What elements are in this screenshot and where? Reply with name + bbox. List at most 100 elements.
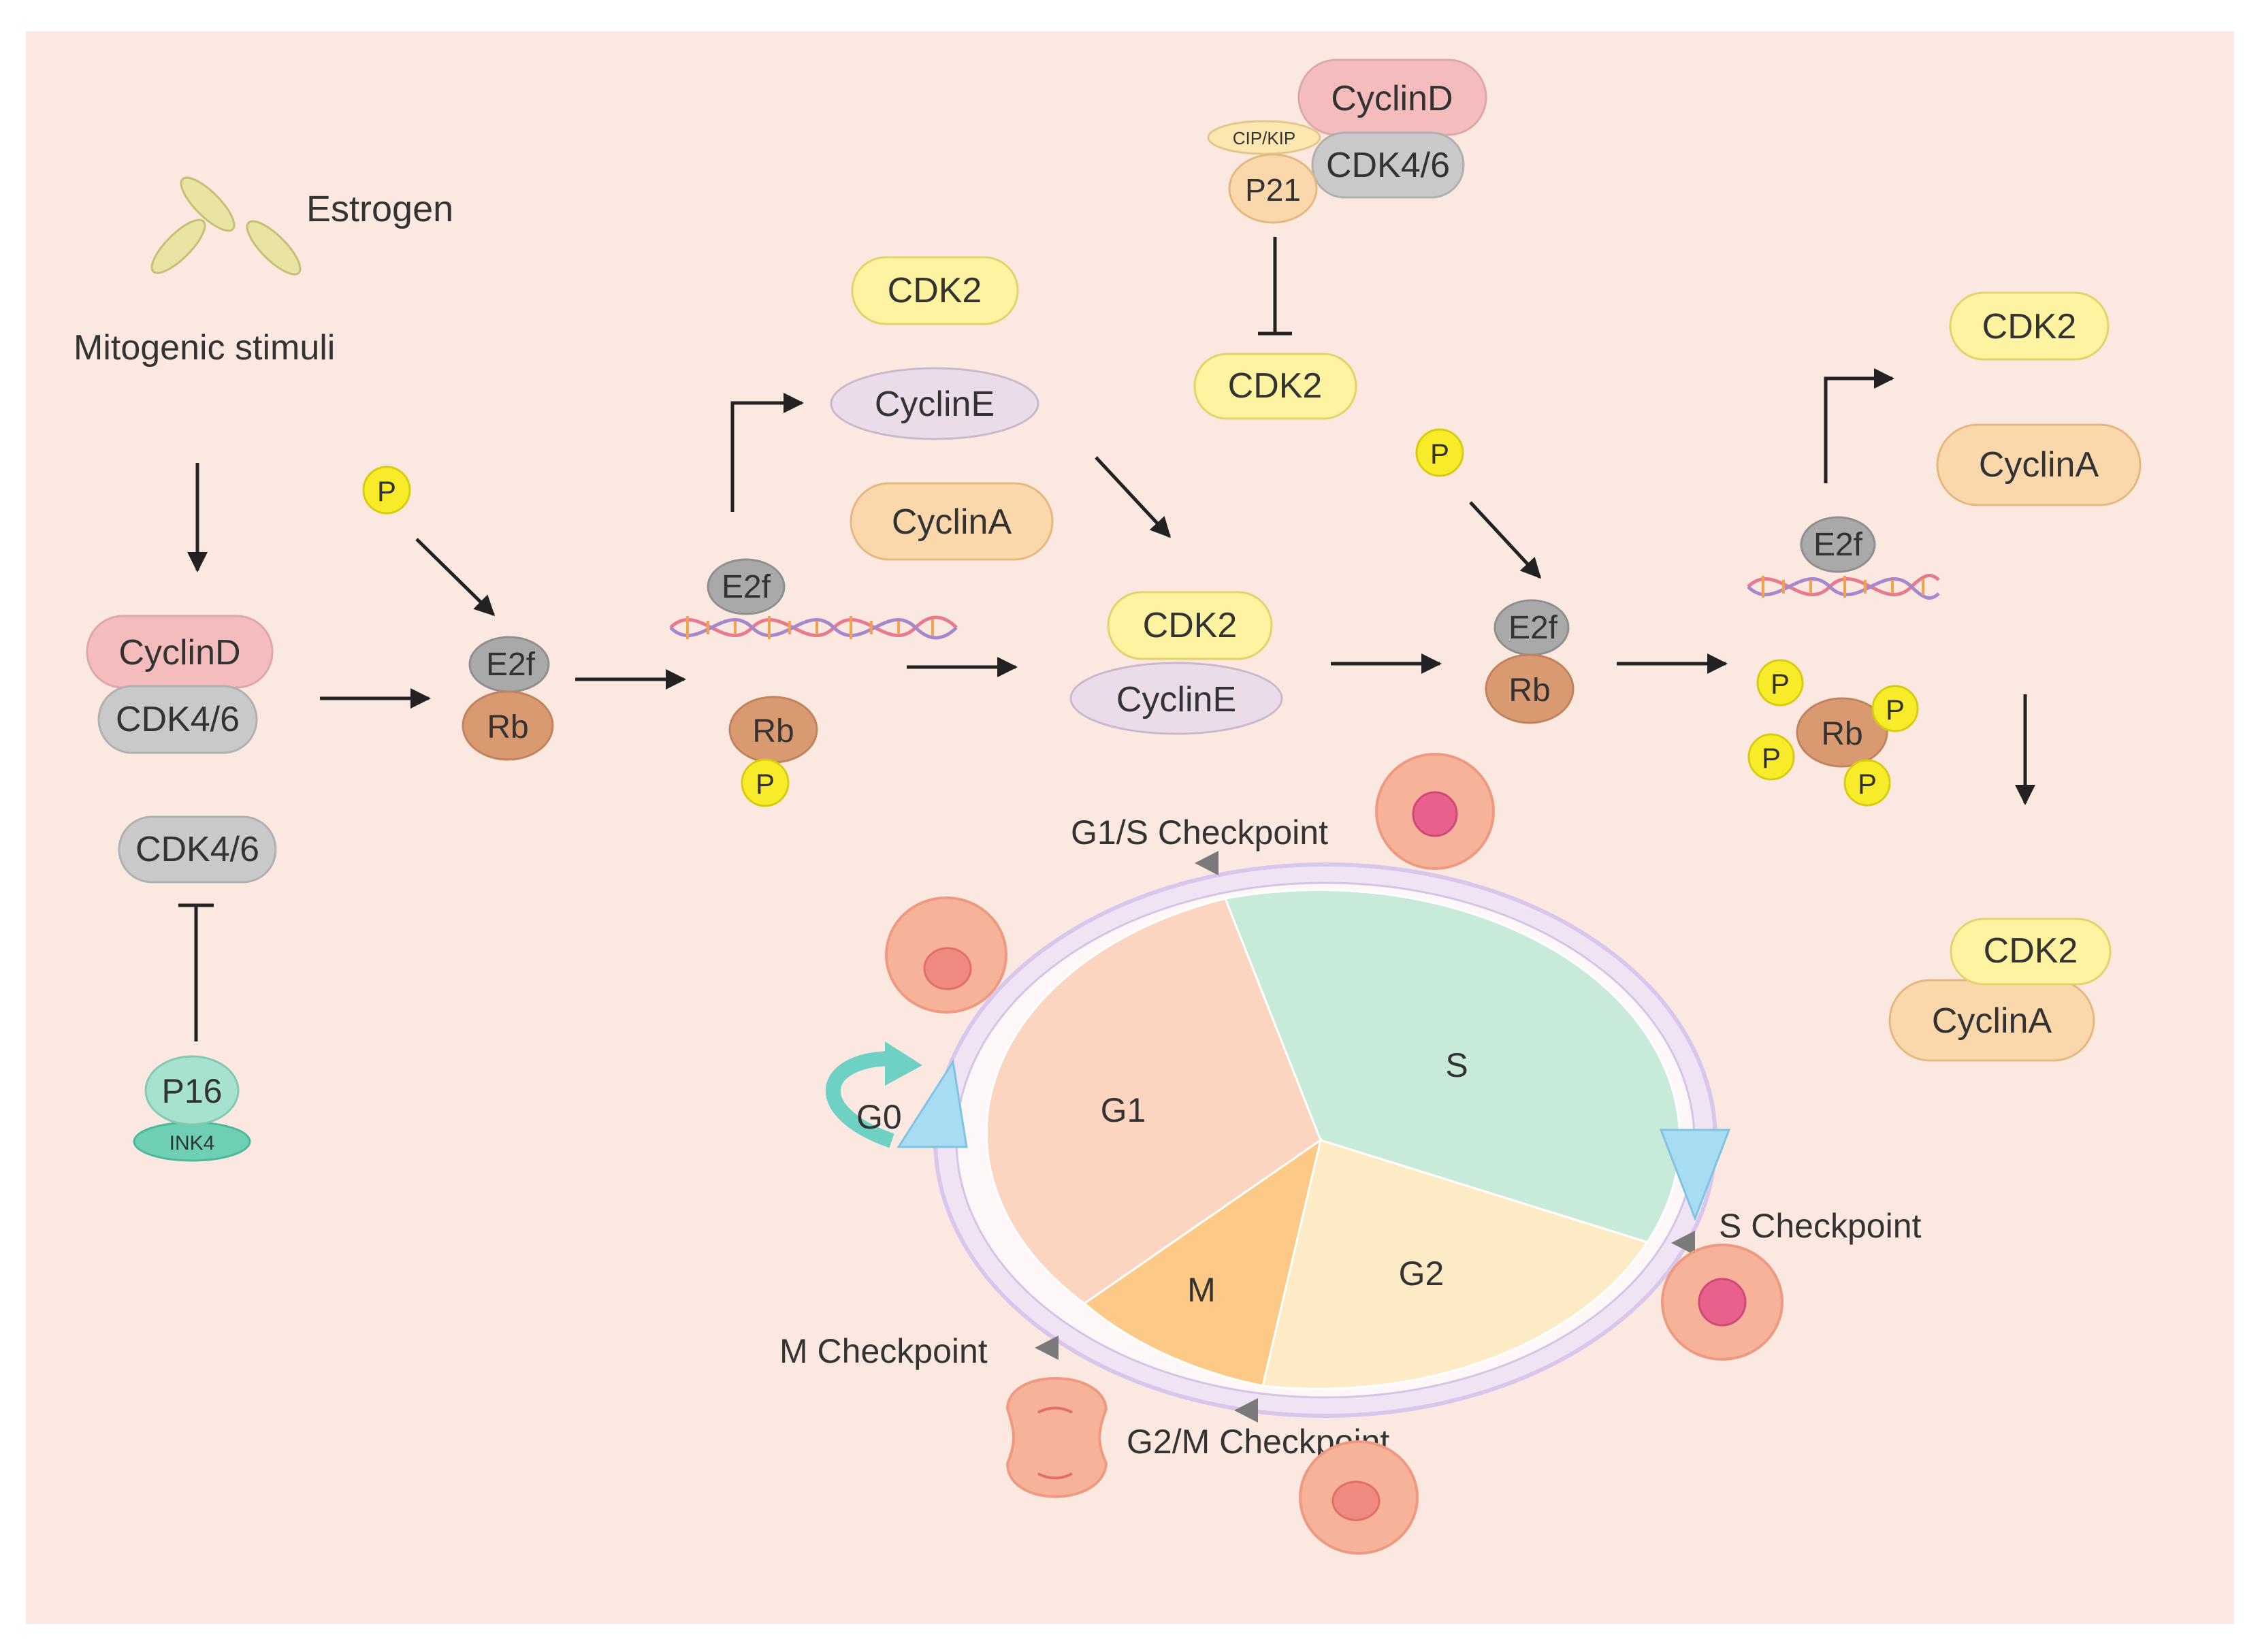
svg-text:CyclinA: CyclinA [1932,1001,2052,1041]
cell-dividing-icon [1005,1377,1108,1498]
arrow-to-cdk2-cyclinE [1095,456,1172,538]
cdk46-node-inhibited [118,815,277,884]
phosphate-node [741,758,790,807]
p16-label: P16 [162,1072,223,1110]
cyclinE-node [1069,662,1283,735]
rb-phosphorylated-1: Rb P [728,696,818,807]
svg-text:P: P [1762,742,1781,774]
cell-g1s-icon [1375,753,1495,870]
cdk46-label: CDK4/6 [116,700,240,739]
cdk2-cyclinE-complex: CyclinE CDK2 [1069,591,1283,735]
svg-text:CDK2: CDK2 [1982,307,2077,346]
dna-helix-icon-1 [669,615,958,640]
cdk2-node-2 [1949,291,2110,361]
cdk2-node [1950,918,2112,986]
mitogenic-stimuli-label: Mitogenic stimuli [74,328,335,368]
cycle-arrow-right-icon [1659,1129,1731,1222]
svg-text:CyclinA: CyclinA [1979,445,2099,485]
s-checkpoint-marker-icon [1671,1231,1695,1255]
svg-text:CyclinD: CyclinD [1331,79,1453,118]
svg-text:Rb: Rb [1821,716,1862,752]
svg-text:P: P [1886,694,1905,726]
cdk2-node-inhibited [1193,353,1357,420]
cdk46-inhibited-label: CDK4/6 [135,830,259,869]
s-checkpoint-label: S Checkpoint [1719,1207,1921,1245]
g2m-checkpoint-marker-icon [1234,1398,1258,1423]
ink4-label: INK4 [170,1132,215,1154]
phosphate-node [1756,659,1804,707]
p16-ink4-complex: INK4 P16 [133,1055,251,1162]
phosphate-node [1871,685,1919,732]
svg-text:CDK2: CDK2 [888,271,982,310]
phosphate-arrow-1 [415,538,496,617]
svg-text:Rb: Rb [487,709,528,745]
svg-text:Rb: Rb [1508,673,1550,709]
p21-cyclinD-cdk46-complex: CyclinD CDK4/6 CIP/KIP P21 [1207,59,1487,224]
svg-text:E2f: E2f [1813,527,1863,563]
cell-s-icon [1661,1244,1783,1361]
svg-text:Rb: Rb [752,713,794,749]
g1s-checkpoint-marker-icon [1195,851,1218,875]
dna-helix-icon-2 [1747,574,1940,600]
g0-arrow-head-icon [885,1041,922,1086]
cdk2-node-1 [851,256,1019,325]
svg-text:P21: P21 [1245,172,1301,208]
svg-text:CDK2: CDK2 [1984,931,2078,971]
rb-hyperphosphorylated: Rb P P P P [1747,659,1919,807]
phase-m-sector [1082,1137,1323,1387]
rb-node [1485,653,1575,724]
cdk2-cyclinA-complex: CyclinA CDK2 [1888,918,2112,1062]
svg-text:CyclinE: CyclinE [1116,680,1236,719]
cell-g2m-icon [1299,1440,1419,1555]
cipkip-node [1207,120,1321,155]
phase-m-label: M [1187,1271,1216,1309]
svg-text:CyclinA: CyclinA [892,502,1012,542]
cyclinA-node-2 [1936,423,2142,506]
svg-text:CDK4/6: CDK4/6 [1326,146,1450,185]
svg-text:CDK2: CDK2 [1143,606,1238,645]
svg-text:CIP/KIP: CIP/KIP [1233,128,1295,148]
svg-text:E2f: E2f [1508,610,1558,646]
svg-text:CDK2: CDK2 [1228,366,1323,406]
phosphate-node-1: P [362,466,411,515]
phase-g1-label: G1 [1101,1091,1146,1129]
estrogen-label: Estrogen [306,189,453,229]
rb-node [462,690,554,761]
cyclinE-node-1 [830,367,1039,440]
svg-text:P: P [377,475,396,507]
cyclinD-label: CyclinD [118,633,240,673]
rb-node [1796,697,1888,768]
cyclinD-cdk46-complex: CyclinD CDK4/6 [86,615,274,754]
svg-text:E2f: E2f [722,569,771,605]
svg-text:E2f: E2f [486,647,536,683]
phosphate-arrow-2 [1469,501,1542,579]
p21-node [1228,153,1318,224]
cycle-arrow-left-icon [897,1058,968,1148]
phase-g2-sector [1261,1139,1649,1390]
phosphate-node [1747,733,1795,781]
elbow-arrow-to-cyclinE [730,393,804,512]
phase-s-label: S [1445,1046,1468,1084]
svg-text:P: P [1858,768,1877,800]
phase-g2-label: G2 [1399,1254,1444,1293]
cdk2-node [1107,591,1273,660]
svg-text:P: P [1771,668,1790,700]
cyclinA-node-1 [850,482,1054,561]
cell-g1-icon [885,896,1007,1014]
estrogen-molecules-icon [150,176,302,276]
e2f-rb-complex-2: E2f Rb [1485,599,1575,724]
e2f-node-2: E2f [707,558,786,615]
svg-text:P: P [756,768,775,800]
cell-cycle-wheel: G1 S G2 M [897,851,1731,1423]
m-checkpoint-marker-icon [1035,1335,1059,1360]
e2f-rb-complex-1: E2f Rb [462,636,554,761]
g0-loop-arrow-icon [826,1051,894,1148]
phosphate-node [1843,759,1891,807]
elbow-arrow-to-cdk2-cyclinA [1824,368,1894,483]
svg-text:P: P [1430,438,1449,470]
cdk46-node [97,685,258,754]
g1s-checkpoint-label: G1/S Checkpoint [1071,813,1328,852]
cdk46-node [1311,131,1465,199]
phosphate-node-2: P [1415,428,1464,477]
